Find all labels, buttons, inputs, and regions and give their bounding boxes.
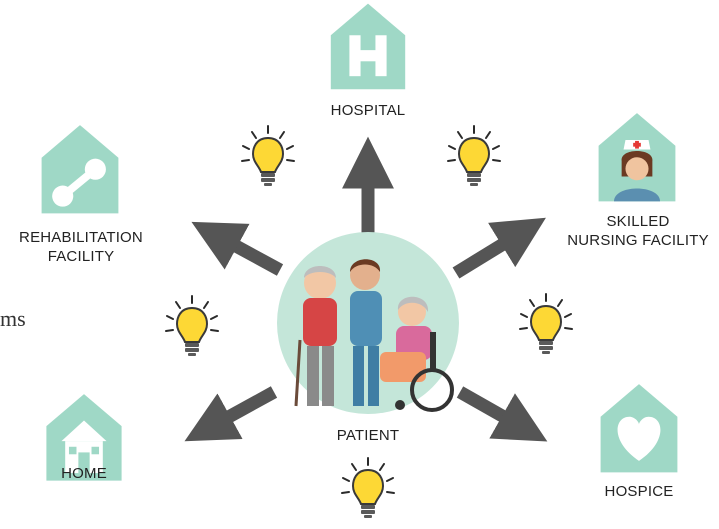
- rehab-label-line-2: FACILITY: [47, 248, 115, 265]
- snf-node-icon: [598, 113, 676, 202]
- snf-label: SKILLED NURSING FACILITY: [558, 212, 718, 250]
- lightbulb-icon: [447, 125, 501, 187]
- home-label: HOME: [44, 464, 124, 483]
- arrow-to-snf: [452, 217, 546, 279]
- nurse-icon: [613, 139, 661, 202]
- home-label-line: HOME: [61, 465, 107, 482]
- lightbulb-icon: [241, 125, 295, 187]
- hospital-node-icon: [330, 3, 406, 90]
- lightbulb-icon: [165, 295, 219, 357]
- patient-node: [277, 232, 459, 414]
- cropped-text-fragment: ms: [0, 306, 26, 331]
- hospital-h-icon: [349, 35, 387, 77]
- patient-label: PATIENT: [318, 426, 418, 445]
- lightbulb-icon: [519, 293, 573, 355]
- rehab-node-icon: [41, 125, 119, 214]
- arrow-to-rehab: [191, 221, 284, 276]
- snf-label-line-2: NURSING FACILITY: [567, 232, 709, 249]
- link-nodes-icon: [52, 158, 106, 207]
- home-node-icon: [46, 394, 122, 481]
- patient-label-line: PATIENT: [336, 427, 400, 444]
- rehab-label: REHABILITATION FACILITY: [2, 228, 160, 266]
- hospice-node-icon: [600, 384, 678, 473]
- hospice-label: HOSPICE: [589, 482, 689, 501]
- house-icon: [61, 420, 107, 474]
- hospital-label-line: HOSPITAL: [330, 102, 406, 119]
- hospital-label: HOSPITAL: [308, 101, 428, 120]
- arrow-to-home: [184, 386, 278, 442]
- lightbulb-icon: [341, 457, 395, 519]
- rehab-label-line-1: REHABILITATION: [19, 229, 143, 246]
- hospice-label-line: HOSPICE: [604, 483, 674, 500]
- snf-label-line-1: SKILLED: [606, 213, 670, 230]
- patients-illustration: [294, 259, 454, 412]
- heart-icon: [617, 416, 661, 461]
- arrow-to-hospice: [456, 386, 548, 442]
- edges: [184, 136, 548, 442]
